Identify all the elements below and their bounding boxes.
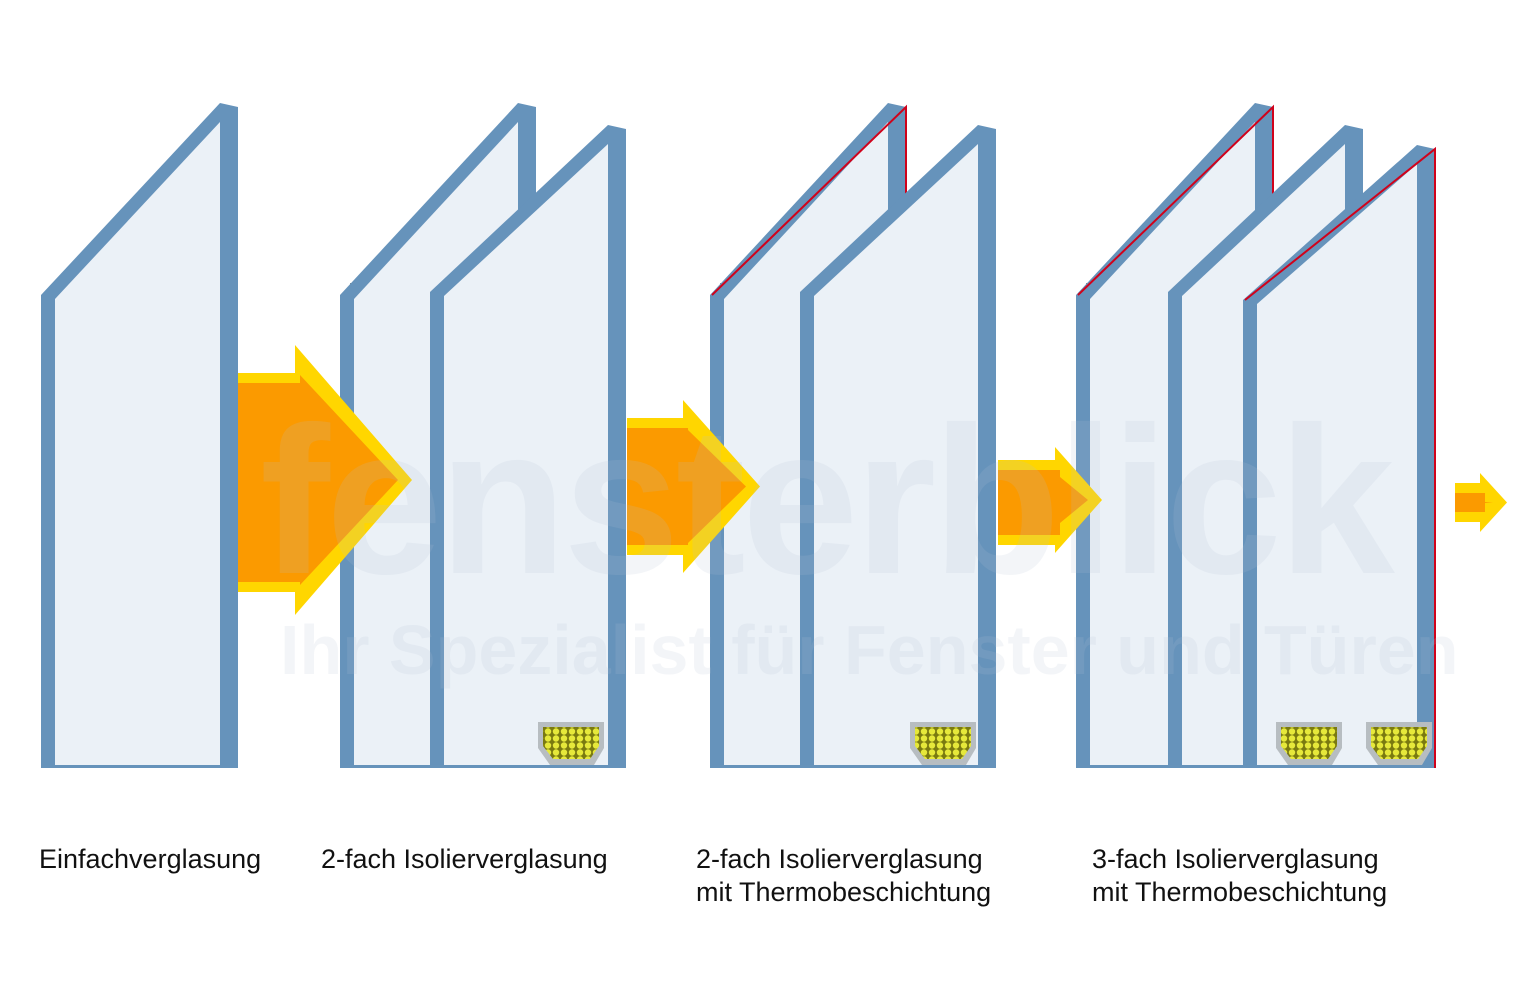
heat-arrow-icon bbox=[998, 470, 1088, 535]
heat-arrow-icon bbox=[627, 428, 746, 545]
thermo-coating-line bbox=[1244, 146, 1436, 768]
heat-arrow-icon bbox=[1455, 493, 1493, 512]
label-line: 2-fach Isolierverglasung bbox=[321, 844, 608, 874]
label-line: 3-fach Isolierverglasung bbox=[1092, 844, 1379, 874]
label-single-glazing: Einfachverglasung bbox=[39, 843, 261, 876]
label-line: Einfachverglasung bbox=[39, 844, 262, 874]
desiccant-granules bbox=[1371, 727, 1427, 759]
heat-arrow-icon bbox=[238, 375, 398, 585]
glass-face bbox=[1257, 164, 1417, 765]
glass-face bbox=[55, 122, 220, 765]
glass-pane bbox=[41, 103, 238, 768]
glass-face bbox=[814, 144, 978, 765]
glass-pane bbox=[430, 125, 626, 768]
glass-pane bbox=[800, 125, 996, 768]
label-line: mit Thermobeschichtung bbox=[696, 877, 992, 907]
label-line: mit Thermobeschichtung bbox=[1092, 877, 1388, 907]
glass-face bbox=[444, 144, 608, 765]
label-line: 2-fach Isolierverglasung bbox=[696, 844, 983, 874]
glass-pane bbox=[1243, 145, 1436, 768]
desiccant-granules bbox=[915, 727, 971, 759]
label-double-glazing: 2-fach Isolierverglasung bbox=[321, 843, 608, 876]
desiccant-granules bbox=[1281, 727, 1337, 759]
desiccant-granules bbox=[543, 727, 599, 759]
